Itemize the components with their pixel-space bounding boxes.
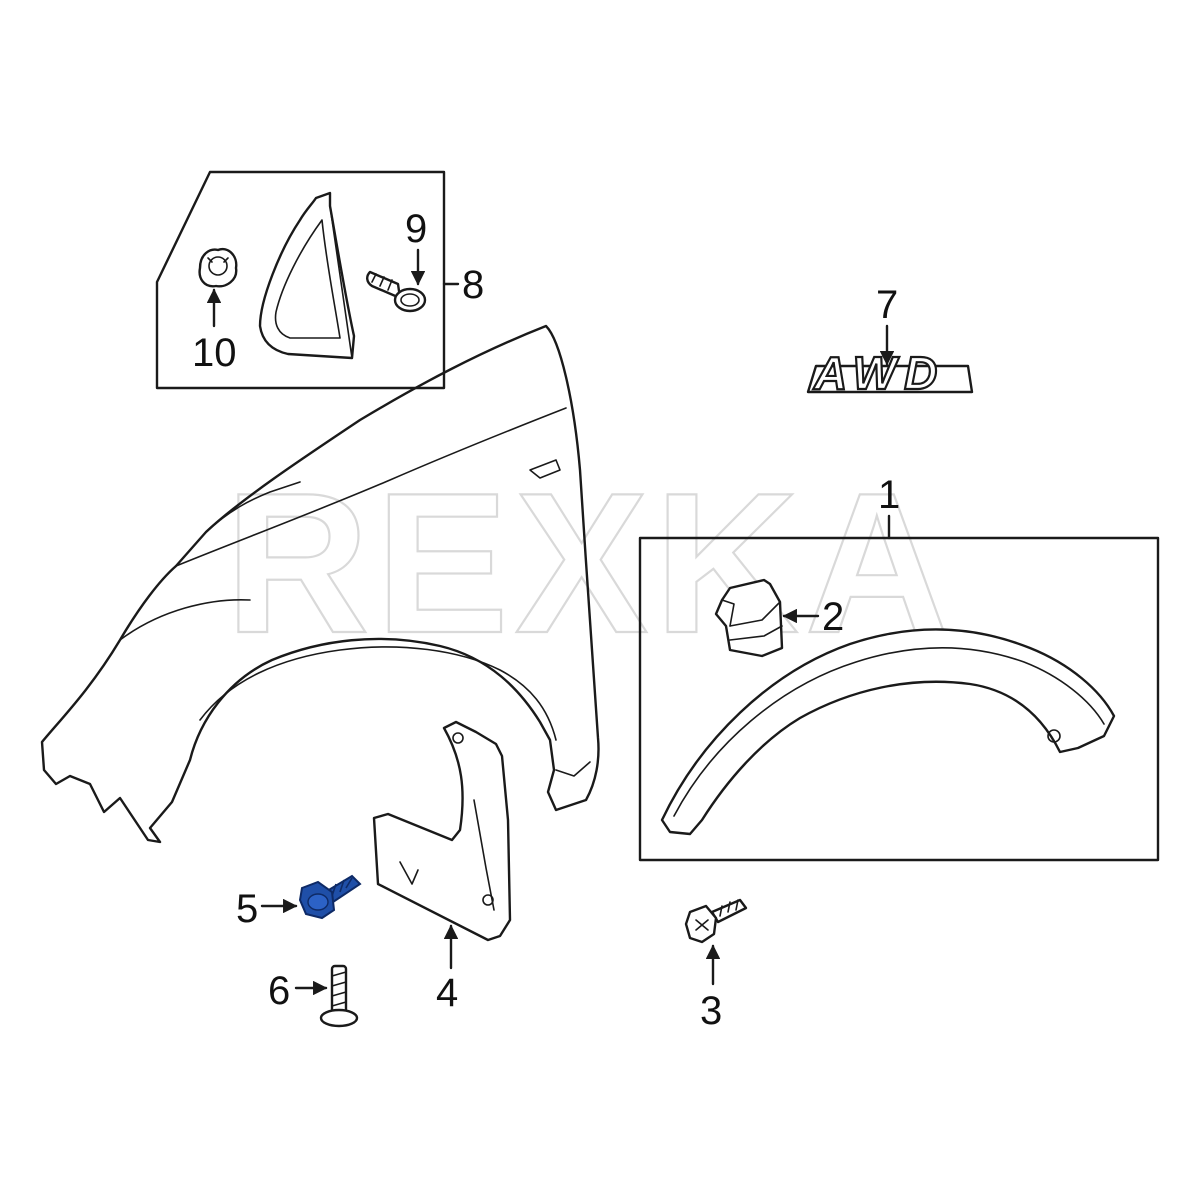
bolt-part-6: [319, 964, 359, 1028]
garnish-part-8: [258, 191, 356, 360]
callout-6: 6: [268, 969, 290, 1013]
screw-part-3: [684, 898, 748, 944]
inset-box-8: [155, 170, 446, 390]
callout-2: 2: [822, 595, 844, 639]
callout-3: 3: [700, 989, 722, 1033]
clip-part-2: [714, 578, 784, 658]
inset-box-1: [638, 536, 1160, 862]
callout-1: 1: [878, 473, 900, 517]
callout-4: 4: [436, 971, 458, 1015]
clip-nut-part-10: [198, 247, 238, 288]
callout-10: 10: [192, 331, 237, 375]
callout-8: 8: [462, 263, 484, 307]
awd-emblem-text: AWD: [813, 347, 945, 399]
screw-part-9: [366, 270, 427, 313]
callout-9: 9: [405, 207, 427, 251]
awd-emblem-part-7: AWD: [806, 346, 974, 400]
callout-5: 5: [236, 887, 258, 931]
front-fender: [40, 324, 600, 844]
callout-7: 7: [876, 283, 898, 327]
screw-part-5-highlighted: [298, 874, 362, 920]
mud-flap-part-4: [372, 720, 512, 942]
wheel-arch-moulding-part-1: [660, 628, 1116, 836]
